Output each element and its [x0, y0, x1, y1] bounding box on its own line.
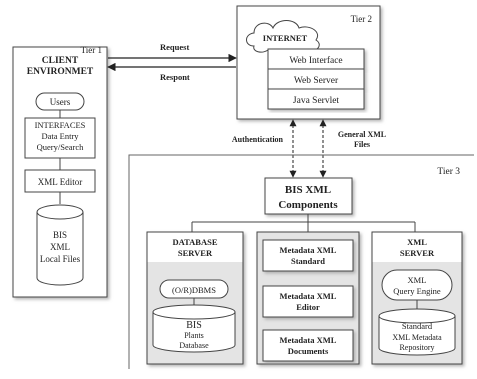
xml-server-title-line1: XML: [407, 237, 427, 247]
tier1-client-environment: Tier 1 CLIENT ENVIRONMET Users INTERFACE…: [12, 45, 108, 298]
interfaces-title: INTERFACES: [35, 120, 86, 130]
bis-xml-subtitle: Components: [278, 199, 338, 211]
web-server-label: Web Server: [294, 76, 339, 86]
metadata-editor-box: [262, 285, 354, 318]
database-server-title-line1: DATABASE: [172, 237, 217, 247]
local-files-bis: BIS: [53, 230, 67, 240]
tier1-title-line1: CLIENT: [42, 56, 79, 66]
users-label: Users: [50, 97, 71, 107]
metadata-repository-cylinder: [378, 308, 456, 356]
query-engine-line1: XML: [408, 275, 427, 285]
repo-repository: Repository: [399, 343, 434, 352]
internet-label: INTERNET: [263, 33, 308, 43]
metadata-standard-box: [262, 239, 354, 272]
metadata-standard-line1: Metadata XML: [280, 245, 337, 255]
metadata-editor-line1: Metadata XML: [280, 291, 337, 301]
plants-db-database: Database: [179, 341, 209, 350]
repo-xml-metadata: XML Metadata: [392, 333, 442, 342]
tier1-label: Tier 1: [81, 45, 102, 55]
bis-xml-components-box: [264, 177, 353, 215]
interfaces-data-entry: Data Entry: [41, 131, 79, 141]
request-label: Request: [160, 42, 189, 52]
local-files-label: Local Files: [40, 254, 81, 264]
java-servlet-box: [267, 88, 365, 110]
dbms-label: (O/R)DBMS: [172, 285, 216, 295]
interfaces-query-search: Query/Search: [37, 142, 84, 152]
metadata-standard-line2: Standard: [291, 256, 325, 266]
java-servlet-label: Java Servlet: [293, 96, 340, 106]
metadata-editor-line2: Editor: [296, 302, 320, 312]
component-connectors: [191, 214, 416, 232]
local-files-cylinder: [36, 204, 84, 286]
repo-standard: Standard: [402, 321, 433, 331]
tier1-title-line2: ENVIRONMET: [27, 67, 94, 77]
tier2-label: Tier 2: [351, 14, 372, 24]
xml-editor-label: XML Editor: [38, 177, 82, 187]
query-engine-line2: Query Engine: [393, 286, 441, 296]
plants-database-cylinder: [152, 304, 236, 353]
tier3-frame: [128, 154, 474, 369]
tier3-label: Tier 3: [437, 167, 460, 177]
general-xml-label-line2: Files: [354, 140, 370, 149]
tier2-internet: Tier 2 INTERNET Web Interface Web Server…: [236, 5, 381, 120]
plants-db-bis: BIS: [186, 320, 202, 331]
bis-xml-title: BIS XML: [285, 184, 331, 196]
xml-server-title-line2: SERVER: [400, 248, 435, 258]
respont-label: Respont: [160, 72, 190, 82]
database-server-title-line2: SERVER: [178, 248, 213, 258]
metadata-documents-line2: Documents: [288, 346, 329, 356]
authentication-label: Authentication: [232, 135, 284, 144]
web-interface-label: Web Interface: [289, 55, 342, 66]
metadata-documents-line1: Metadata XML: [280, 335, 337, 345]
plants-db-plants: Plants: [184, 331, 204, 340]
general-xml-label-line1: General XML: [338, 130, 386, 139]
tier3-server-side: Tier 3 BIS XML Components DATABASE SERVE…: [128, 154, 474, 369]
metadata-documents-box: [262, 329, 354, 362]
local-files-xml: XML: [50, 242, 70, 252]
